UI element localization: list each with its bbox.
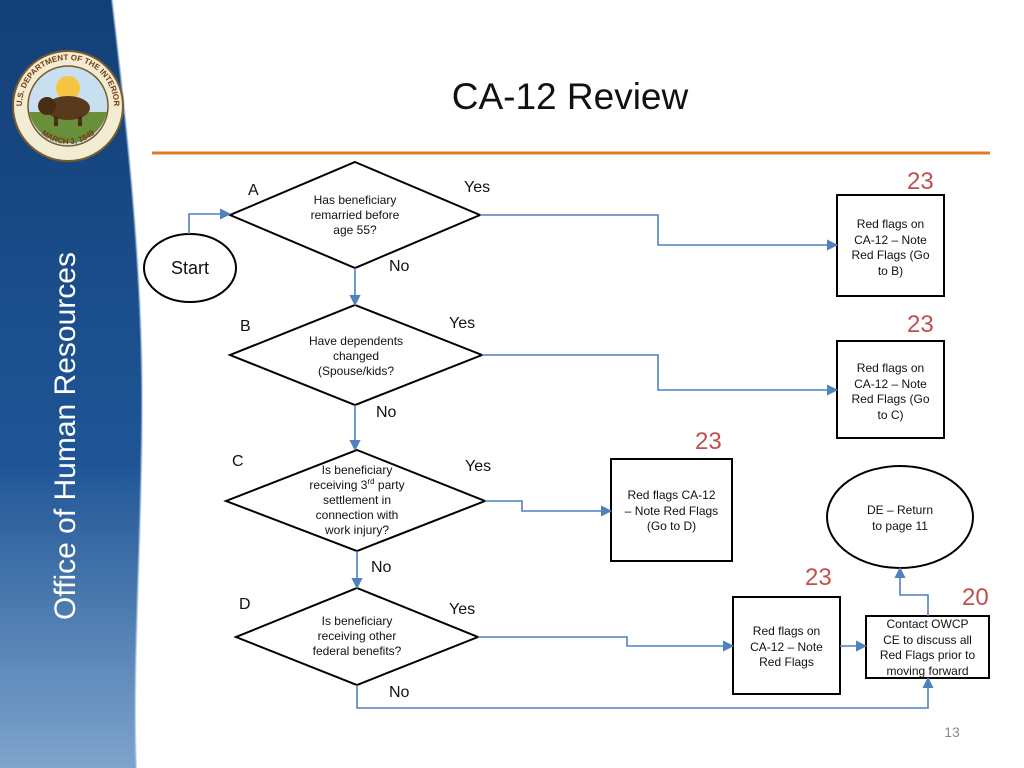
- decision-text-part: party: [374, 478, 405, 492]
- decision-c-text: Is beneficiary receiving 3rd party settl…: [297, 463, 417, 538]
- ordinal-suffix: rd: [367, 477, 375, 486]
- red-flags-box-a-text: Red flags on CA-12 – Note Red Flags (Go …: [839, 217, 942, 279]
- red-flags-box-b: [836, 340, 945, 439]
- decision-text-line: receiving other: [317, 629, 397, 643]
- yes-label: Yes: [449, 601, 476, 618]
- decision-text-line: work injury?: [324, 523, 390, 537]
- decision-text-line: Is beneficiary: [321, 463, 393, 477]
- connectors: [188, 208, 934, 709]
- box-text-line: Red Flags (Go: [851, 392, 930, 406]
- reference-number: 23: [695, 428, 722, 455]
- box-text-line: moving forward: [886, 663, 969, 678]
- box-text-line: CE to discuss all: [883, 632, 972, 647]
- end-node-text: DE – Return to page 11: [840, 503, 960, 534]
- reference-number: 23: [907, 311, 934, 338]
- box-text-line: Contact OWCP: [886, 617, 969, 631]
- reference-number: 23: [805, 564, 832, 591]
- box-text-line: (Go to D): [646, 519, 697, 533]
- decision-text-part: receiving 3: [309, 478, 368, 492]
- decision-a-text: Has beneficiary remarried before age 55?: [295, 193, 415, 238]
- bison-seal-icon: [38, 96, 90, 126]
- box-text-line: Red flags CA-12: [627, 488, 716, 502]
- yes-label: Yes: [449, 315, 476, 332]
- red-flags-box-d: [732, 596, 841, 695]
- decision-text-line: federal benefits?: [312, 644, 402, 658]
- box-text-line: to B): [877, 263, 904, 278]
- decision-text-line: age 55?: [333, 223, 377, 237]
- decision-text-line: connection with: [315, 508, 399, 522]
- red-flags-box-c-text: Red flags CA-12 – Note Red Flags (Go to …: [613, 488, 730, 535]
- box-text-line: CA-12 – Note: [854, 376, 927, 391]
- contact-owcp-text: Contact OWCP CE to discuss all Red Flags…: [868, 617, 987, 679]
- decision-text-line: changed: [332, 349, 380, 363]
- box-text-line: to C): [877, 407, 904, 422]
- box-text-line: Red flags on: [752, 624, 821, 638]
- end-text-line: DE – Return: [866, 503, 934, 517]
- red-flags-box-b-text: Red flags on CA-12 – Note Red Flags (Go …: [839, 361, 942, 423]
- box-text-line: Red Flags prior to: [879, 648, 976, 662]
- no-label: No: [389, 684, 410, 701]
- box-text-line: CA-12 – Note: [750, 639, 823, 654]
- no-label: No: [389, 258, 410, 275]
- decision-text-line: (Spouse/kids?: [317, 364, 395, 378]
- yes-label: Yes: [464, 179, 491, 196]
- decision-text-line: settlement in: [322, 493, 392, 507]
- decision-d-text: Is beneficiary receiving other federal b…: [297, 614, 417, 659]
- decision-text-line: Have dependents: [308, 334, 404, 348]
- interior-seal: U.S. DEPARTMENT OF THE INTERIOR MARCH 3,…: [12, 50, 124, 162]
- decision-text-line: Has beneficiary: [313, 193, 397, 207]
- reference-number: 23: [907, 168, 934, 195]
- decision-text-line: Is beneficiary: [321, 614, 393, 628]
- slide-number: 13: [944, 724, 960, 740]
- no-label: No: [376, 404, 397, 421]
- red-flags-box-a: [836, 194, 945, 297]
- letter-d: D: [239, 596, 251, 613]
- start-node: [143, 233, 237, 303]
- box-text-line: Red Flags: [759, 655, 814, 669]
- decision-text-line: receiving 3rd party: [297, 478, 417, 493]
- page-title: CA-12 Review: [451, 76, 689, 117]
- decision-text-line: remarried before: [310, 208, 400, 222]
- box-text-line: Red Flags (Go: [851, 248, 930, 262]
- no-label: No: [371, 559, 392, 576]
- end-text-line: to page 11: [872, 518, 928, 533]
- letter-c: C: [232, 453, 244, 470]
- letter-a: A: [248, 182, 259, 199]
- red-flags-box-c: [610, 458, 733, 562]
- box-text-line: CA-12 – Note: [854, 232, 927, 247]
- red-flags-box-d-text: Red flags on CA-12 – Note Red Flags: [735, 624, 838, 671]
- start-label: Start: [170, 258, 209, 278]
- yes-label: Yes: [465, 458, 492, 475]
- box-text-line: Red flags on: [856, 217, 925, 231]
- decision-b-text: Have dependents changed (Spouse/kids?: [296, 334, 416, 379]
- letter-b: B: [240, 318, 251, 335]
- reference-number: 20: [962, 584, 989, 611]
- box-text-line: Red flags on: [856, 361, 925, 375]
- box-text-line: – Note Red Flags: [624, 503, 719, 518]
